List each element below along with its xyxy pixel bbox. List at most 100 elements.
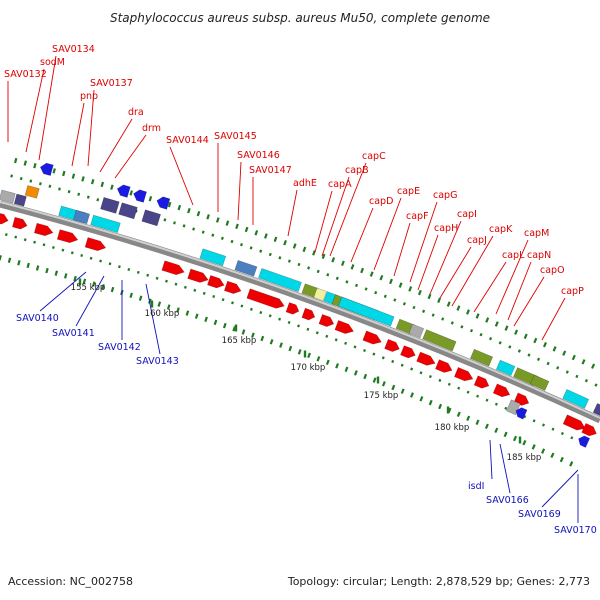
gc-mark xyxy=(419,396,424,402)
gene-label-forward: drm xyxy=(142,123,161,134)
gene-label-forward: capL xyxy=(502,250,525,261)
gc-mark xyxy=(174,282,178,286)
gene-label-forward: pnp xyxy=(80,91,98,102)
gc-mark xyxy=(400,388,405,394)
gc-mark xyxy=(485,317,490,323)
gc-mark xyxy=(4,233,8,237)
gc-mark xyxy=(494,402,498,406)
gc-mark xyxy=(185,310,190,316)
gc-mark xyxy=(485,398,489,402)
gc-mark xyxy=(136,270,140,274)
gc-mark xyxy=(512,435,518,442)
gc-mark xyxy=(283,239,287,246)
scale-tick xyxy=(303,350,307,358)
gc-mark xyxy=(99,259,103,263)
gc-mark xyxy=(427,293,432,300)
gc-mark xyxy=(17,260,21,266)
gc-mark xyxy=(354,283,359,288)
gene-label-forward: capA xyxy=(328,179,352,190)
gc-mark xyxy=(52,245,55,250)
forward-cds-arrow xyxy=(11,216,28,230)
gc-mark xyxy=(278,317,282,321)
gc-mark xyxy=(221,298,225,302)
map-title: Staphylococcus aureus subsp. aureus Mu50… xyxy=(110,11,490,25)
gc-mark xyxy=(235,223,239,230)
gene-label-forward: SAV0145 xyxy=(214,131,257,142)
gc-mark xyxy=(206,214,210,220)
gc-mark xyxy=(54,270,59,276)
gene-label-forward: capO xyxy=(540,265,565,276)
gc-mark xyxy=(325,359,330,366)
gc-mark xyxy=(80,253,84,258)
gc-mark xyxy=(565,370,569,374)
gc-mark xyxy=(48,184,52,188)
gc-mark xyxy=(331,257,336,263)
feature-box xyxy=(529,374,550,391)
gc-mark xyxy=(148,298,152,304)
reverse-feature-box xyxy=(141,209,161,227)
reverse-cds-arrow xyxy=(116,184,131,198)
gc-mark xyxy=(441,317,445,321)
forward-cds-arrow xyxy=(56,229,79,244)
gc-mark xyxy=(541,448,546,454)
scale-label: 165 kbp xyxy=(222,336,257,346)
accession-text: Accession: NC_002758 xyxy=(8,575,134,588)
feature-track xyxy=(0,162,600,448)
gc-mark xyxy=(138,295,143,301)
gc-mark xyxy=(129,292,133,299)
gc-mark xyxy=(379,274,384,281)
forward-cds-arrow xyxy=(492,383,511,398)
gc-mark xyxy=(167,201,172,208)
forward-cds-arrow xyxy=(33,222,54,237)
gene-label-forward: capC xyxy=(362,151,386,162)
gc-mark xyxy=(489,337,493,341)
leader-line xyxy=(145,283,161,355)
gc-mark xyxy=(466,309,470,315)
gc-mark xyxy=(381,356,385,360)
forward-cds-arrow xyxy=(207,275,225,289)
feature-box xyxy=(199,248,227,267)
gc-mark xyxy=(278,256,282,260)
reverse-cds-arrow xyxy=(156,196,171,210)
gc-mark xyxy=(456,305,461,311)
leader-line xyxy=(321,176,350,257)
gc-mark xyxy=(89,256,93,260)
reverse-feature-box xyxy=(24,185,40,199)
gc-mark xyxy=(19,176,23,181)
gc-mark xyxy=(177,204,182,211)
gc-mark xyxy=(187,207,191,214)
gc-mark xyxy=(165,279,168,283)
gc-mark xyxy=(196,210,201,217)
gene-label-reverse: isdI xyxy=(468,481,484,492)
gc-mark xyxy=(82,278,87,285)
gc-mark xyxy=(230,239,234,244)
gc-mark xyxy=(522,439,527,446)
gc-mark xyxy=(398,282,403,288)
gc-mark xyxy=(10,174,14,178)
gc-mark xyxy=(222,322,227,329)
gc-mark xyxy=(173,221,176,225)
gc-mark xyxy=(225,220,230,226)
gc-mark xyxy=(182,224,186,228)
gc-mark xyxy=(26,262,30,269)
leader-line xyxy=(25,68,45,153)
gc-mark xyxy=(215,217,220,223)
forward-cds-arrow xyxy=(384,338,400,352)
gc-mark xyxy=(220,236,224,240)
gc-mark xyxy=(541,423,546,427)
gene-label-forward: capI xyxy=(457,209,477,220)
gc-mark xyxy=(249,307,253,311)
forward-cds-arrow xyxy=(187,268,209,283)
gc-mark xyxy=(241,329,246,335)
leader-line xyxy=(417,234,439,291)
gc-mark xyxy=(307,352,311,359)
gc-mark xyxy=(166,304,171,310)
forward-cds-arrow xyxy=(318,313,335,327)
gene-label-reverse: SAV0142 xyxy=(98,342,141,353)
forward-cds-arrow xyxy=(416,351,436,366)
gene-label-reverse: SAV0143 xyxy=(136,356,179,367)
gc-mark xyxy=(400,363,404,367)
gene-label-forward: capG xyxy=(433,190,457,201)
gc-mark xyxy=(503,431,508,438)
gc-mark xyxy=(447,382,451,386)
